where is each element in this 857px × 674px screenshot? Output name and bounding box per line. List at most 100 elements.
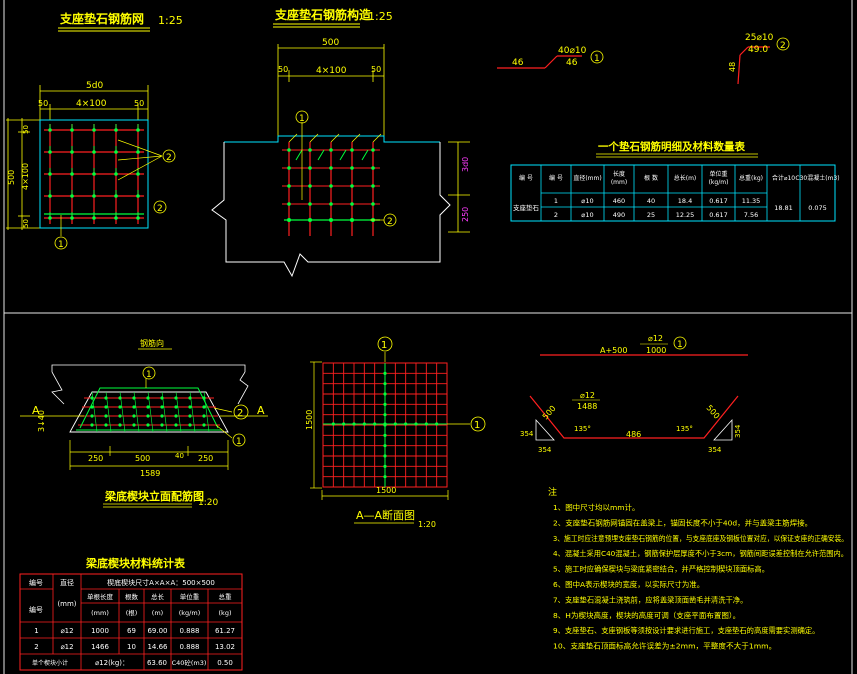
section-aa: 1500 1500 1 1 A—A断面图 1:20 [305,336,486,529]
svg-text:1: 1 [474,420,480,431]
elev-node [104,423,108,427]
beam-cell: 编号 [29,578,43,587]
cons-tie-3 [361,149,369,161]
cons-callout-2: 2 [383,213,397,227]
cons-node [308,166,312,170]
beam-cell: 0.888 [179,643,199,651]
cons-node [350,166,354,170]
cons-node [287,202,291,206]
cons-node [308,184,312,188]
mat-header-8: 合计⌀10 [772,174,795,182]
bent-angle-r: 135° [676,425,693,433]
mesh-grid [44,124,144,224]
note-line-1: 1、图中尺寸均以mm计。 [553,503,639,512]
mesh-node [136,194,140,198]
cons-hook-2 [330,133,340,143]
mat-header-9: C30混凝土(m3) [795,174,839,182]
mesh-node [92,128,96,132]
beam-cell: 0.888 [179,627,199,635]
beam-cell: 61.27 [215,627,235,635]
mesh-node [114,194,118,198]
beam-cell: (kg) [219,609,232,617]
sec-node [383,464,387,468]
svg-text:2: 2 [157,204,163,214]
svg-text:2: 2 [780,41,786,51]
elev-node [188,414,192,418]
beam-cell: C40砼(m3) [172,658,207,667]
elev-stirrup [91,391,98,433]
svg-text:1: 1 [299,114,305,124]
mesh-node [92,150,96,154]
beam-cell: (根) [126,608,138,617]
beam-cell: 1000 [91,627,109,635]
cons-node [308,202,312,206]
beam-cell: (kg/m) [179,609,200,617]
cons-hook-0 [288,133,298,143]
cons-dim-hbot: 250 [461,207,470,222]
note-line-10: 10、支座垫石顶面标高允许误差为±2mm，平整度不大于1mm。 [553,642,776,651]
beam-cell: 1466 [91,643,109,651]
sec-node [393,422,397,426]
mat-header-6: 单位重 [709,170,727,178]
mat-cell: 18.4 [678,197,692,205]
mesh-callout-1: 1 [54,236,68,250]
mat-table-border [510,164,836,222]
bent-leg-r2: 354 [708,446,722,454]
sec-node [383,402,387,406]
sec-node [331,422,335,426]
beam-cell: 14.66 [147,643,168,651]
cons-node [350,218,354,222]
material-table-title: 一个垫石钢筋明细及材料数量表 [598,140,745,153]
elev-node [104,414,108,418]
cons-dim-left: 50 [278,65,288,74]
elev-node [188,423,192,427]
cons-node [350,202,354,206]
mat-cell: 25 [647,211,655,219]
elev-node [160,405,164,409]
elev-node [160,423,164,427]
sec-node [383,423,387,427]
elev-node [90,405,94,409]
note-line-6: 6、图中A表示楔块的宽度，以实际尺寸为准。 [553,580,704,589]
beam-cell: 0.50 [217,659,233,667]
elev-node [146,423,150,427]
elev-node [132,405,136,409]
beam-cell: 1 [34,627,38,635]
section-grid [323,363,447,487]
mesh-dim-vtop: 50 [22,125,30,134]
mat-cell: 0.617 [709,211,728,219]
cons-dim-mid: 4×100 [316,66,347,76]
cons-node [287,148,291,152]
bent-len2: 1488 [577,402,597,411]
beam-cell: 10 [127,643,136,651]
cons-node [287,218,291,222]
elev-node [90,423,94,427]
mesh-title: 支座垫石钢筋网 1:25 [58,11,183,32]
cons-node [308,148,312,152]
cons-hook-3 [351,133,361,143]
mesh-node [136,172,140,176]
mat-cell: 0.075 [808,204,827,212]
cons-node [329,184,333,188]
mesh-callout-2: 2 [162,149,176,163]
elev-stirrup [133,391,140,433]
bent-mid: 486 [626,430,641,439]
section-aa-scale: 1:20 [418,520,436,529]
beam-cell: 单位重 [180,592,200,601]
mat-header-1: 编 号 [549,174,563,182]
construction-title: 支座垫石钢筋构造 1:25 [273,7,393,28]
note-line-2: 2、支座垫石钢筋网锚固在盖梁上，锚固长度不小于40d，并与盖梁主筋焊接。 [553,518,812,527]
note-line-3: 3、施工时应注意预埋支座垫石钢筋的位置，与支座底座及钢板位置对应，以保证支座的正… [553,534,848,543]
sec-node [383,454,387,458]
elev-stirrup [175,391,182,433]
cons-dim-total: 500 [322,38,339,48]
elev-bent-bar [79,387,219,429]
elev-d1: 250 [88,454,103,463]
mesh-node [70,172,74,176]
elev-node [118,405,122,409]
bar-shape-1: 46 40⌀10 46 1 [497,46,604,69]
sec-node [414,422,418,426]
cons-tie-1 [317,149,325,161]
svg-text:2: 2 [237,408,243,419]
